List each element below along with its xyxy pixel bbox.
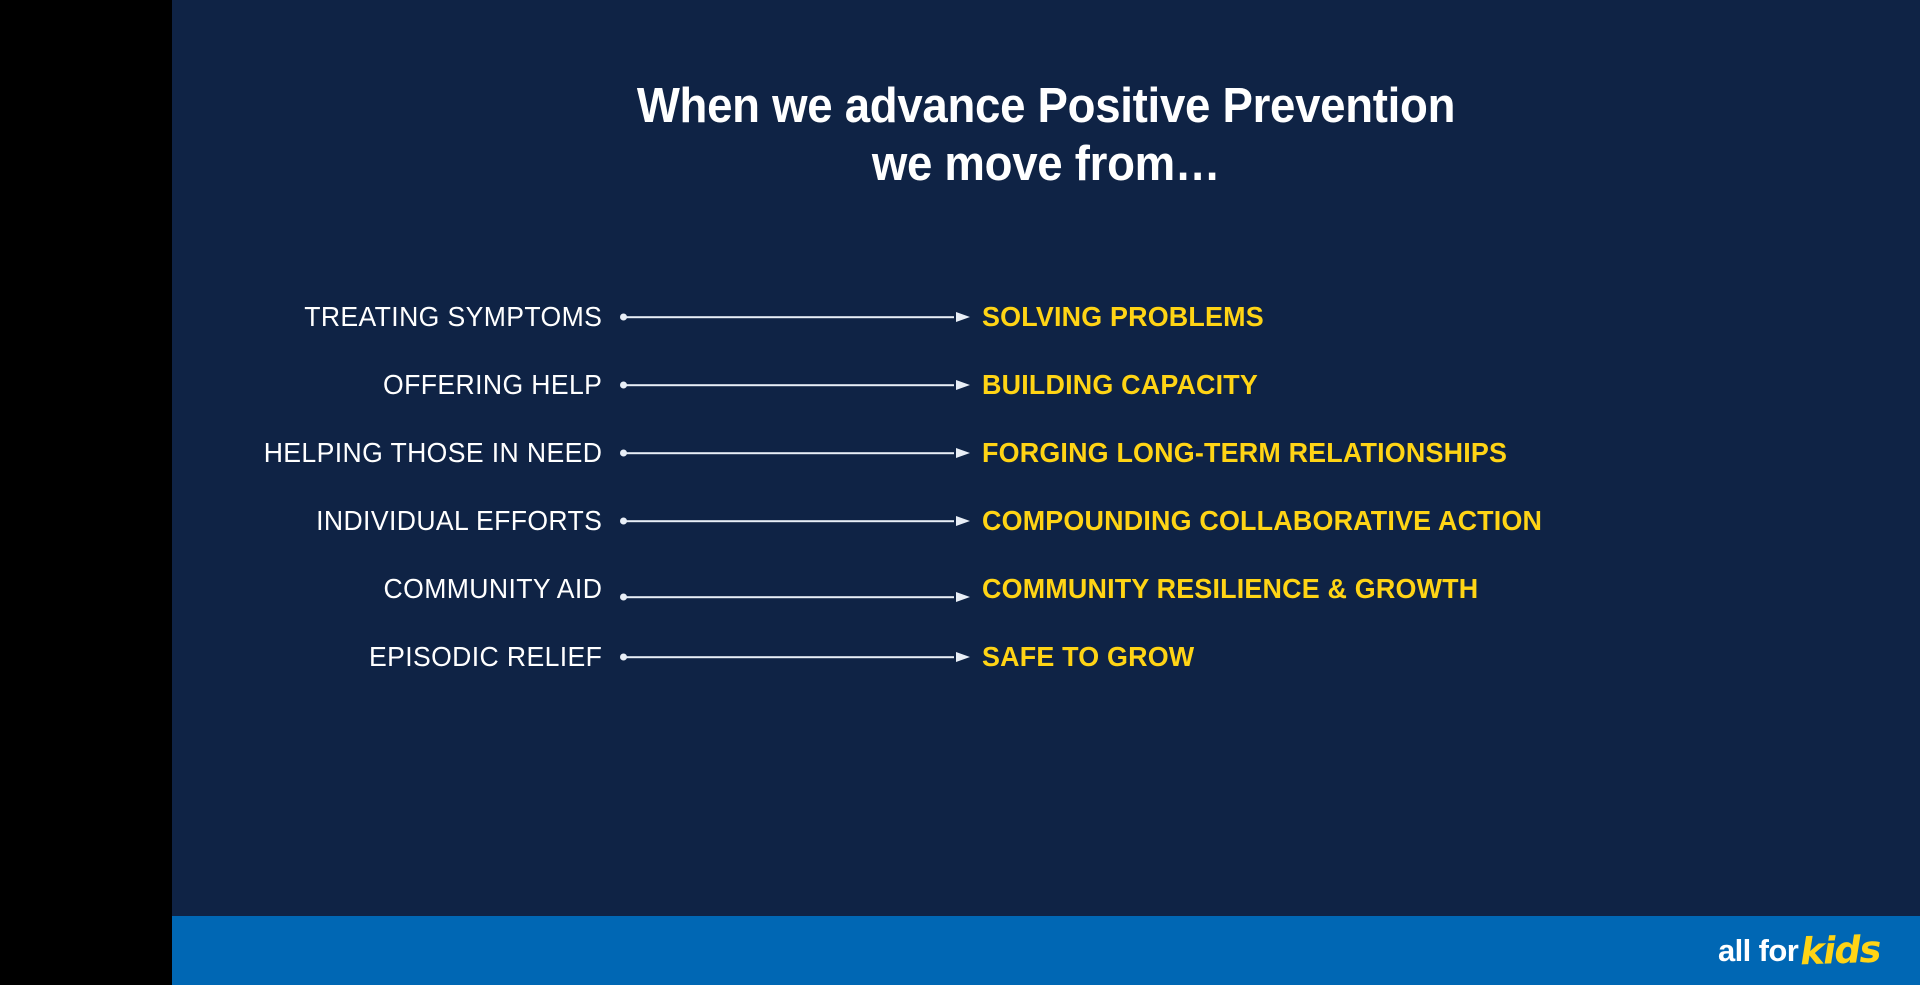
transition-row: COMMUNITY AID COMMUNITY RESILIENCE & GRO… <box>172 555 1920 623</box>
arrow-shaft <box>624 452 954 454</box>
all-for-kids-logo: all for kids <box>1717 916 1881 985</box>
row-to-label: SOLVING PROBLEMS <box>982 301 1264 332</box>
transition-row: INDIVIDUAL EFFORTS COMPOUNDING COLLABORA… <box>172 487 1920 555</box>
logo-accent-text: kids <box>1799 927 1881 974</box>
row-from-label: EPISODIC RELIEF <box>368 641 603 672</box>
arrow-start-dot-icon <box>620 653 627 661</box>
arrow-head-icon <box>956 516 970 526</box>
row-from-label: COMMUNITY AID <box>383 573 603 604</box>
arrow-right-icon <box>620 307 970 327</box>
arrow-right-icon <box>620 375 970 395</box>
arrow-start-dot-icon <box>620 593 627 601</box>
arrow-right-icon <box>620 587 970 607</box>
page-title: When we advance Positive Prevention we m… <box>233 78 1859 194</box>
transition-row: OFFERING HELP BUILDING CAPACITY <box>172 351 1920 419</box>
arrow-start-dot-icon <box>620 449 627 457</box>
arrow-start-dot-icon <box>620 313 627 321</box>
row-to-label: COMMUNITY RESILIENCE & GROWTH <box>982 573 1479 604</box>
row-to-label: BUILDING CAPACITY <box>982 369 1259 400</box>
arrow-start-dot-icon <box>620 517 627 525</box>
transition-row: EPISODIC RELIEF SAFE TO GROW <box>172 623 1920 691</box>
row-from-label: INDIVIDUAL EFFORTS <box>316 505 603 536</box>
arrow-shaft <box>624 656 954 658</box>
title-line-1: When we advance Positive Prevention <box>636 79 1456 133</box>
arrow-shaft <box>624 316 954 318</box>
arrow-shaft <box>624 520 954 522</box>
row-from-label: TREATING SYMPTOMS <box>304 301 603 332</box>
row-to-label: SAFE TO GROW <box>982 641 1195 672</box>
arrow-start-dot-icon <box>620 381 627 389</box>
arrow-right-icon <box>620 443 970 463</box>
transition-row: HELPING THOSE IN NEED FORGING LONG-TERM … <box>172 419 1920 487</box>
row-to-label: COMPOUNDING COLLABORATIVE ACTION <box>982 505 1543 536</box>
transition-list: TREATING SYMPTOMS SOLVING PROBLEMS OFFER… <box>172 283 1920 691</box>
row-from-label: OFFERING HELP <box>383 369 603 400</box>
left-letterbox-bar <box>0 0 172 985</box>
arrow-head-icon <box>956 448 970 458</box>
row-from-label: HELPING THOSE IN NEED <box>263 437 603 468</box>
slide-footer: all for kids <box>172 916 1920 985</box>
arrow-head-icon <box>956 380 970 390</box>
slide-body: When we advance Positive Prevention we m… <box>172 0 1920 916</box>
arrow-head-icon <box>956 592 970 602</box>
logo-primary-text: all for <box>1717 933 1799 968</box>
row-to-label: FORGING LONG-TERM RELATIONSHIPS <box>982 437 1508 468</box>
arrow-shaft <box>624 384 954 386</box>
arrow-head-icon <box>956 312 970 322</box>
title-line-2: we move from… <box>871 136 1221 191</box>
arrow-right-icon <box>620 511 970 531</box>
transition-row: TREATING SYMPTOMS SOLVING PROBLEMS <box>172 283 1920 351</box>
arrow-right-icon <box>620 647 970 667</box>
arrow-head-icon <box>956 652 970 662</box>
arrow-shaft <box>624 596 954 598</box>
